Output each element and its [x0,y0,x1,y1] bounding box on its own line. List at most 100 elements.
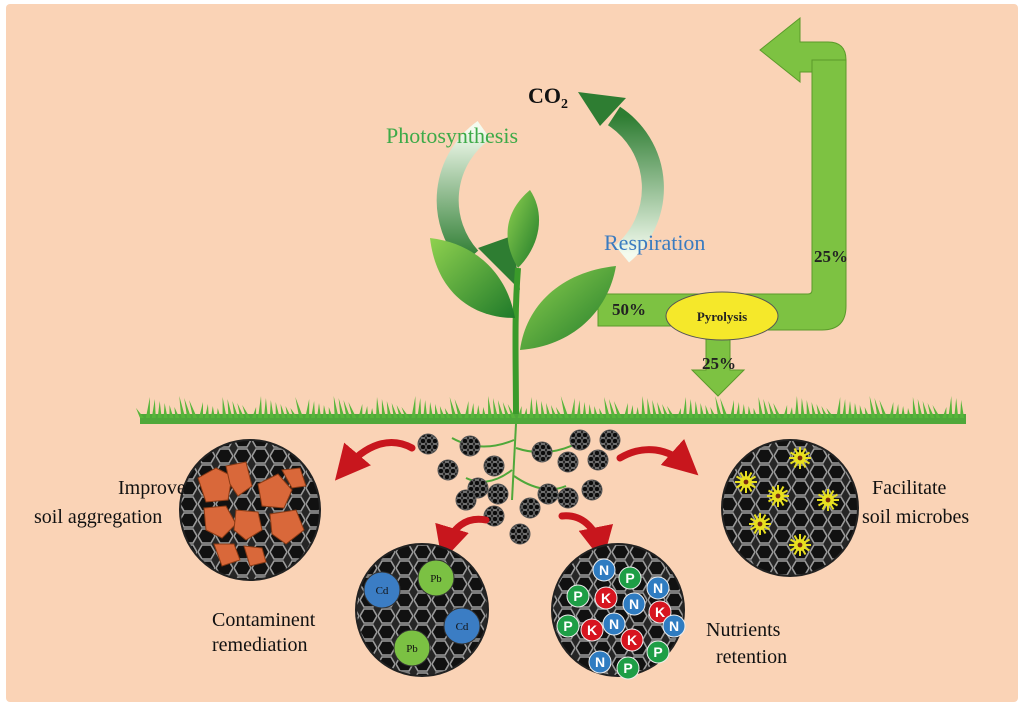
grass-blade [954,398,959,418]
grass-blade [507,404,516,418]
grass-blade [694,401,699,418]
grass-blade [932,405,941,418]
contaminant-symbol: Pb [406,643,418,655]
grass-blade [386,401,392,418]
grass-blade [391,403,398,418]
benefit-arrows [334,438,699,562]
grass-blade [948,396,953,418]
grass-blade [227,399,233,418]
co2-label: CO2 [528,83,568,112]
nutrient-ball: P [566,584,590,608]
grass-blade [189,400,198,418]
nutrient-symbol: P [623,660,632,676]
grass-blade [811,402,817,418]
plant-stem [512,267,521,421]
grass-blade [488,396,493,418]
grass-blade [662,404,670,418]
grass-blade [864,407,870,418]
grass-blade [305,399,310,418]
contaminant-symbol: Pb [430,573,442,585]
grass-blade [535,399,540,418]
grass-blade [358,404,363,418]
contaminant-symbol: Cd [376,585,389,597]
grass-blade [747,406,752,418]
grass-blade [429,402,434,418]
grass-blade [895,404,900,418]
grass-blade [454,399,463,418]
grass-blade [523,408,528,418]
grass-blade [199,402,203,418]
facilitate-label-2: soil microbes [862,506,969,528]
microbe-icon [789,534,811,556]
grass-blade [889,402,894,418]
nutrient-ball: P [616,656,640,680]
contaminant-ball: Pb [417,559,455,597]
grass-blade [151,399,156,418]
grass-blade [551,405,557,418]
biochar-particle [537,483,559,505]
grass-blade [184,398,192,418]
biochar-particle [581,479,603,501]
grass-blade [741,404,746,418]
grass-blade [275,402,280,418]
arrow-to-remediation [435,515,490,562]
grass-blade [470,403,475,418]
nutrients-label-2: retention [716,646,787,668]
grass-blade [874,398,882,418]
grass-blade [179,396,186,418]
grass-blade [381,399,386,418]
grass-blade [237,403,245,418]
grass-blade [529,397,534,418]
nutrient-symbol: K [587,622,597,638]
grass-blade [582,402,587,418]
grass-blade [652,400,658,418]
grass-blade [821,406,829,418]
grass-blade [710,407,717,418]
respiration-label: Respiration [604,230,705,255]
nutrient-ball: N [662,614,686,638]
grass-blade [439,406,445,418]
percent-25-return-label: 25% [814,247,848,266]
biochar-particle [417,433,439,455]
biochar-particle [455,489,477,511]
nutrient-symbol: P [625,570,634,586]
grass-blade [493,398,498,418]
soil-microbes-circle [721,439,859,577]
grass-blade [594,406,599,418]
grass-blade [629,405,634,418]
grass-blade [570,398,575,418]
grass-blade [290,408,298,418]
nutrient-symbol: N [653,580,663,596]
nutrients-label-1: Nutrients [706,619,781,641]
grass-blade [604,397,611,418]
grass-blade [794,396,799,418]
pyrolysis-ellipse [665,291,779,341]
grass-blade [688,399,693,418]
grass-blade [879,400,888,418]
biochar-particle [557,451,579,473]
grass-blade [482,407,487,418]
biochar-particle [599,429,621,451]
grass-blade [396,405,404,418]
grass-blade [635,407,640,418]
grass-blade [204,404,209,418]
biochar-particle [509,523,531,545]
grass-blade [401,407,410,418]
nutrient-ball: K [648,600,672,624]
grass-blade [720,398,729,418]
grass-blade [869,396,876,418]
grass-blade [338,398,345,418]
grass-blade [280,404,286,418]
grass-blade [295,397,304,418]
grass-blade [317,403,321,418]
top-leaf [507,190,540,268]
grass-blade [157,401,162,418]
grass-blade [942,407,947,418]
contaminent-label-1: Contaminent [212,609,316,631]
nutrient-ball: K [594,586,618,610]
grass-blade [763,399,770,418]
grass-blade [136,408,144,418]
grass-blade [560,396,569,418]
